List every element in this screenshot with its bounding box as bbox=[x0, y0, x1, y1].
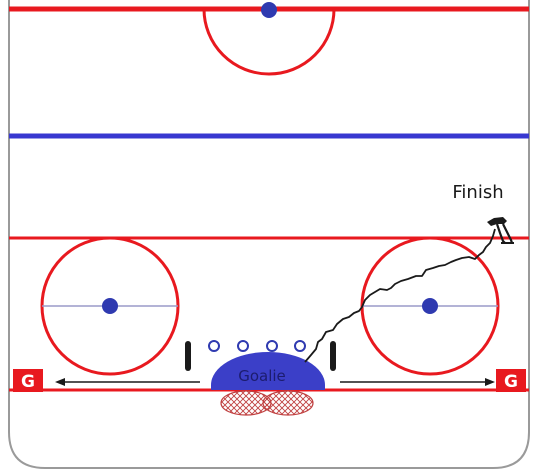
puck bbox=[237, 340, 249, 352]
center-faceoff-circle bbox=[202, 8, 336, 76]
skater-path bbox=[304, 228, 496, 363]
pylon-right bbox=[330, 341, 336, 371]
pylon-left bbox=[185, 341, 191, 371]
skater-figure-icon bbox=[487, 217, 514, 244]
finish-label: Finish bbox=[452, 182, 503, 203]
gate-left-label: G bbox=[21, 372, 35, 392]
puck bbox=[266, 340, 278, 352]
goalie-crease bbox=[211, 352, 325, 390]
puck bbox=[208, 340, 220, 352]
left-faceoff-dot bbox=[102, 298, 118, 314]
right-faceoff-dot bbox=[422, 298, 438, 314]
left-arrow-head bbox=[55, 378, 65, 386]
gate-right-label: G bbox=[504, 372, 518, 392]
center-faceoff-dot bbox=[261, 2, 277, 18]
rink-boards bbox=[8, 0, 530, 469]
puck bbox=[294, 340, 306, 352]
goal-net-right bbox=[262, 390, 314, 416]
goalie-label: Goalie bbox=[238, 367, 286, 385]
gate-right-badge bbox=[496, 369, 526, 392]
right-arrow-head bbox=[485, 378, 495, 386]
gate-left-badge bbox=[13, 369, 43, 392]
